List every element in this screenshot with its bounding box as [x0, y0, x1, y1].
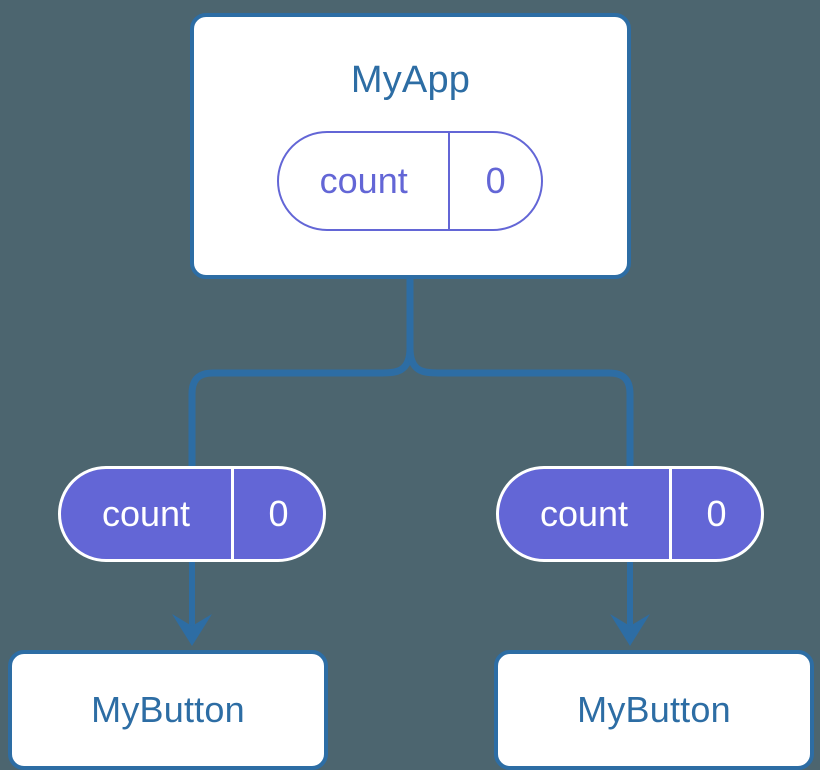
state-pill-root[interactable]: count 0: [277, 131, 543, 231]
component-title-myapp: MyApp: [350, 59, 471, 101]
state-pill-right[interactable]: count 0: [496, 466, 764, 562]
state-value-label: 0: [231, 469, 323, 559]
state-value-label: 0: [448, 133, 541, 229]
state-pill-left[interactable]: count 0: [58, 466, 326, 562]
arrow-right: [610, 562, 650, 646]
state-key-label: count: [539, 493, 629, 534]
state-key-label: count: [319, 160, 408, 201]
edge-split-left: [188, 347, 414, 466]
component-title-mybutton: MyButton: [577, 689, 731, 730]
component-card-mybutton-right[interactable]: MyButton: [494, 650, 814, 770]
component-title-mybutton: MyButton: [91, 689, 245, 730]
state-key-label: count: [101, 493, 191, 534]
state-value-label: 0: [669, 469, 761, 559]
arrow-left: [172, 562, 212, 646]
edge-split-right: [406, 347, 634, 466]
component-card-mybutton-left[interactable]: MyButton: [8, 650, 328, 770]
